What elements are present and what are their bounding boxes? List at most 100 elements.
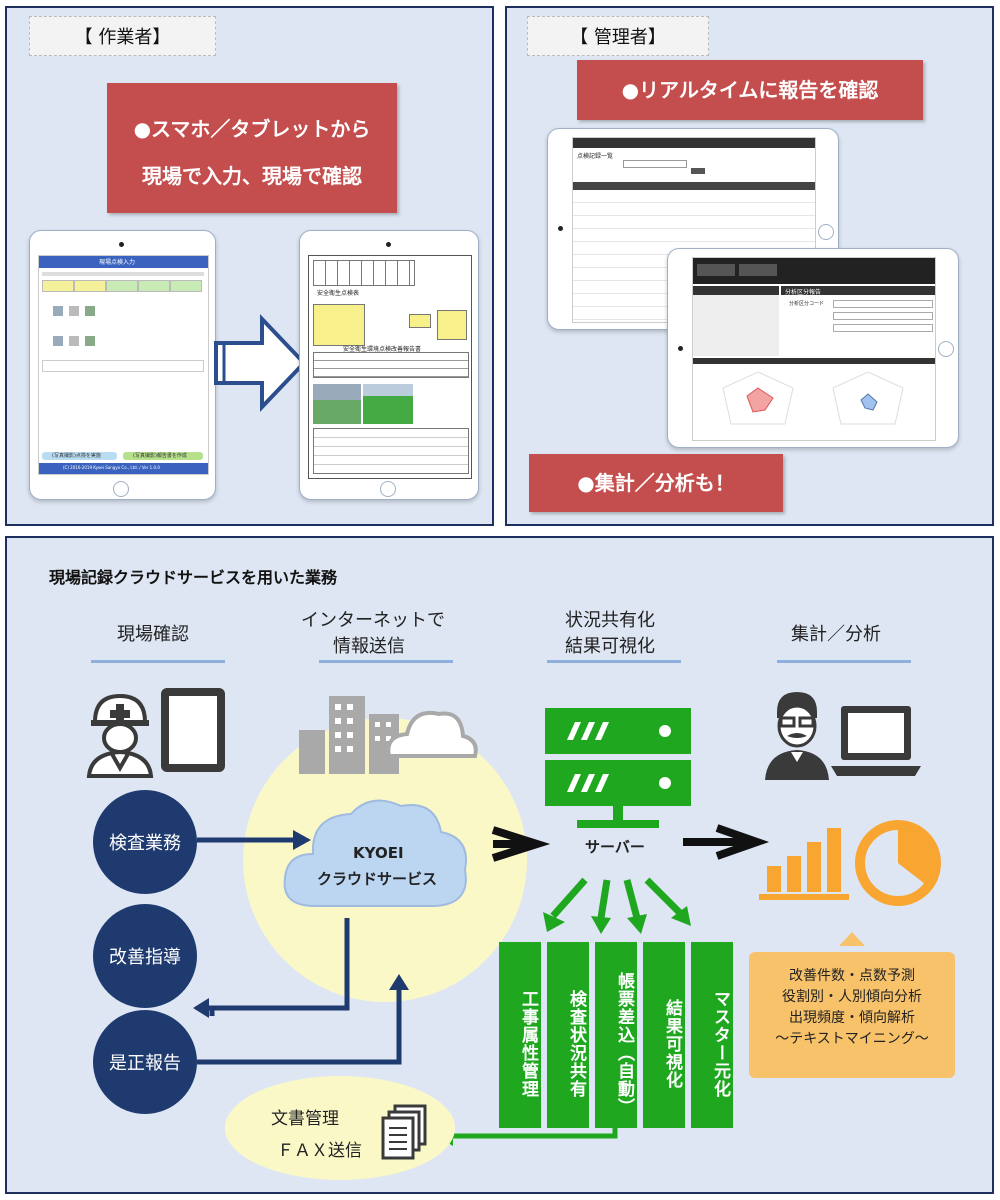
documents-icon <box>381 1104 427 1160</box>
tablet-camera-dot <box>386 242 391 247</box>
worker-tablet-report: 安全衛生点検表 安全衛生環境点検改善報告書 <box>299 230 479 500</box>
analysis-line-4: 〜テキストマイニング〜 <box>775 1031 929 1047</box>
circle-correction: 是正報告 <box>93 1010 197 1114</box>
column-visualization: 結果可視化 <box>643 942 685 1128</box>
admin-tag: 【 管理者】 <box>527 16 709 56</box>
admin-tablet-analysis: 分析区分報告 分析区分コード <box>667 248 959 448</box>
tablet-camera-dot <box>558 226 563 231</box>
form-photo-thumb <box>53 306 63 316</box>
server-icon <box>545 708 691 828</box>
tablet-home-button <box>938 341 954 357</box>
worker-headline: ●スマホ／タブレットから 現場で入力、現場で確認 <box>107 83 397 213</box>
stage-2-label-1: インターネットで <box>301 610 445 631</box>
stage-2-label-2: 情報送信 <box>333 636 405 657</box>
form-button-2[interactable]: (写真撮影)報告書を作成 <box>123 452 203 460</box>
form-button-2-label: (写真撮影)報告書を作成 <box>133 453 187 459</box>
form-app-header-text: 現場点検入力 <box>99 259 136 266</box>
list-table-header <box>573 182 815 190</box>
list-search-input[interactable] <box>623 160 687 168</box>
form-status-cell <box>74 280 106 292</box>
form-photo-thumb <box>85 306 95 316</box>
form-status-cell <box>106 280 138 292</box>
report-photo <box>313 384 361 424</box>
column-form-insertion: 帳票差込（自動） <box>595 942 637 1128</box>
laptop-icon <box>831 706 921 776</box>
input-form-screen: 現場点検入力 (写真撮影)点検を実施 (写真撮影)報告書を作成 (C) 2016… <box>38 255 209 475</box>
stage-3-label-2: 結果可視化 <box>565 636 655 657</box>
analysis-left-header <box>693 286 779 295</box>
admin-panel: 【 管理者】 ●リアルタイムに報告を確認 点検記録一覧 分析区分報告 分析 <box>505 6 994 526</box>
server-label: サーバー <box>585 838 645 856</box>
form-status-cell <box>138 280 170 292</box>
stage-4-label: 集計／分析 <box>791 624 881 645</box>
analysis-line-1: 改善件数・点数予測 <box>789 968 915 984</box>
analysis-tab[interactable] <box>739 264 777 276</box>
form-app-header: 現場点検入力 <box>39 256 208 268</box>
workflow-panel: 現場記録クラウドサービスを用いた業務 現場確認 インターネットで 情報送信 状況… <box>5 536 994 1194</box>
worker-panel: 【 作業者】 ●スマホ／タブレットから 現場で入力、現場で確認 現場点検入力 ( <box>5 6 494 526</box>
report-yellow-cell <box>437 310 467 340</box>
document-label-2: ＦＡＸ送信 <box>277 1141 362 1161</box>
form-button-1[interactable]: (写真撮影)点検を実施 <box>42 452 117 460</box>
construction-worker-icon <box>86 693 154 778</box>
cloud-label-2: クラウドサービス <box>317 870 438 888</box>
admin-headline-top: ●リアルタイムに報告を確認 <box>577 60 923 120</box>
analysis-header: 分析区分報告 <box>785 289 822 296</box>
analysis-field-input[interactable] <box>833 324 933 332</box>
tablet-home-button <box>380 481 396 497</box>
form-photo-thumb <box>69 306 79 316</box>
analyst-icon <box>765 692 829 780</box>
column-master-unification: マスター元化 <box>691 942 733 1128</box>
list-topbar <box>573 138 815 148</box>
form-text-input[interactable] <box>42 360 204 372</box>
analysis-line-3: 出現頻度・傾向解析 <box>789 1010 915 1026</box>
tablet-camera-dot <box>119 242 124 247</box>
stage-2-underline <box>319 660 453 663</box>
form-footer: (C) 2016-2019 Kyoei Sangyo Co., Ltd. / V… <box>39 463 208 474</box>
form-status-cell <box>170 280 202 292</box>
report-title: 安全衛生環境点検改善報告書 <box>343 346 422 353</box>
flow-arrows <box>193 824 770 1146</box>
stage-1-label: 現場確認 <box>117 624 189 645</box>
city-cloud-icon <box>299 696 478 774</box>
stage-4-underline <box>777 660 911 663</box>
document-label-1: 文書管理 <box>271 1109 339 1129</box>
report-bottom-table <box>313 428 469 474</box>
list-search-button[interactable] <box>691 168 705 174</box>
form-photo-thumb <box>69 336 79 346</box>
tablet-icon <box>161 688 225 772</box>
radar-chart-icon <box>722 371 794 425</box>
report-photo <box>363 384 413 424</box>
stage-3-underline <box>547 660 681 663</box>
admin-headline-bottom: ●集計／分析も！ <box>529 454 783 512</box>
workflow-title: 現場記録クラウドサービスを用いた業務 <box>49 568 338 587</box>
form-toolbar-row <box>42 272 204 276</box>
tablet-home-button <box>113 481 129 497</box>
worker-tag: 【 作業者】 <box>29 16 216 56</box>
analysis-tab[interactable] <box>697 264 735 276</box>
radar-chart-icon <box>832 371 904 425</box>
report-yellow-cell <box>313 304 365 346</box>
report-grid-top <box>313 260 415 286</box>
pie-chart-icon <box>855 820 941 906</box>
analysis-field-input[interactable] <box>833 300 933 308</box>
cloud-label-1: KYOEI <box>353 844 404 862</box>
circle-inspection: 検査業務 <box>93 790 197 894</box>
circle-improvement: 改善指導 <box>93 904 197 1008</box>
tablet-camera-dot <box>678 346 683 351</box>
analysis-box: 改善件数・点数予測 役割別・人別傾向分析 出現頻度・傾向解析 〜テキストマイニン… <box>749 952 955 1078</box>
report-yellow-cell <box>409 314 431 328</box>
tablet-home-button <box>818 224 834 240</box>
report-sheet-title: 安全衛生点検表 <box>317 290 360 297</box>
list-header: 点検記録一覧 <box>577 153 614 160</box>
analysis-line-2: 役割別・人別傾向分析 <box>782 989 922 1005</box>
report-screen: 安全衛生点検表 安全衛生環境点検改善報告書 <box>308 255 472 479</box>
stage-3-label-1: 状況共有化 <box>565 610 655 631</box>
analysis-field-input[interactable] <box>833 312 933 320</box>
stage-1-underline <box>91 660 225 663</box>
form-photo-thumb <box>85 336 95 346</box>
column-project-attributes: 工事属性管理 <box>499 942 541 1128</box>
form-button-1-label: (写真撮影)点検を実施 <box>52 453 101 459</box>
column-inspection-sharing: 検査状況共有 <box>547 942 589 1128</box>
flow-arrow-icon <box>214 314 307 412</box>
